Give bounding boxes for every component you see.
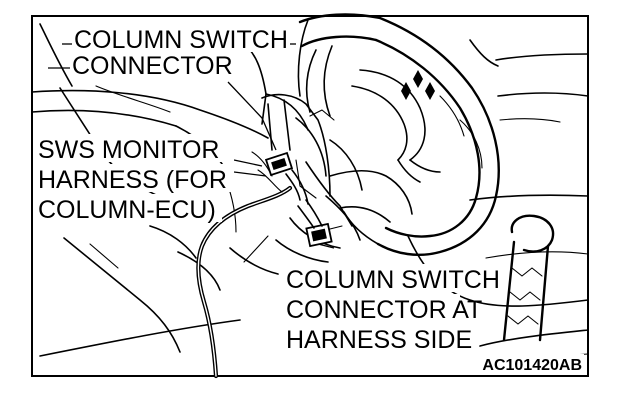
harness-side-connector bbox=[305, 222, 333, 248]
wheel-emblem-icon bbox=[401, 70, 435, 100]
steering-column bbox=[261, 93, 391, 263]
label-harness-side-line3: HARNESS SIDE bbox=[286, 326, 472, 354]
label-column-switch-connector-line2: CONNECTOR bbox=[72, 52, 233, 80]
sws-monitor-harness-wire bbox=[196, 151, 323, 379]
label-harness-side-line1: COLUMN SWITCH bbox=[286, 266, 500, 294]
label-sws-monitor-harness: SWS MONITOR HARNESS (FOR COLUMN-ECU) bbox=[36, 134, 234, 224]
label-harness-side-connector: COLUMN SWITCH CONNECTOR AT HARNESS SIDE bbox=[284, 264, 500, 354]
column-switch-connector bbox=[264, 151, 294, 177]
steering-wheel bbox=[298, 13, 589, 307]
label-harness-side-line2: CONNECTOR AT bbox=[286, 296, 482, 324]
label-sws-monitor-line3: COLUMN-ECU) bbox=[38, 196, 216, 224]
figure-code: AC101420AB bbox=[482, 357, 582, 374]
label-column-switch-connector: COLUMN SWITCH CONNECTOR bbox=[70, 24, 288, 80]
leader-lines bbox=[48, 43, 335, 249]
label-column-switch-connector-line1: COLUMN SWITCH bbox=[74, 26, 288, 54]
label-sws-monitor-line2: HARNESS (FOR bbox=[38, 166, 227, 194]
label-sws-monitor-line1: SWS MONITOR bbox=[38, 136, 219, 164]
